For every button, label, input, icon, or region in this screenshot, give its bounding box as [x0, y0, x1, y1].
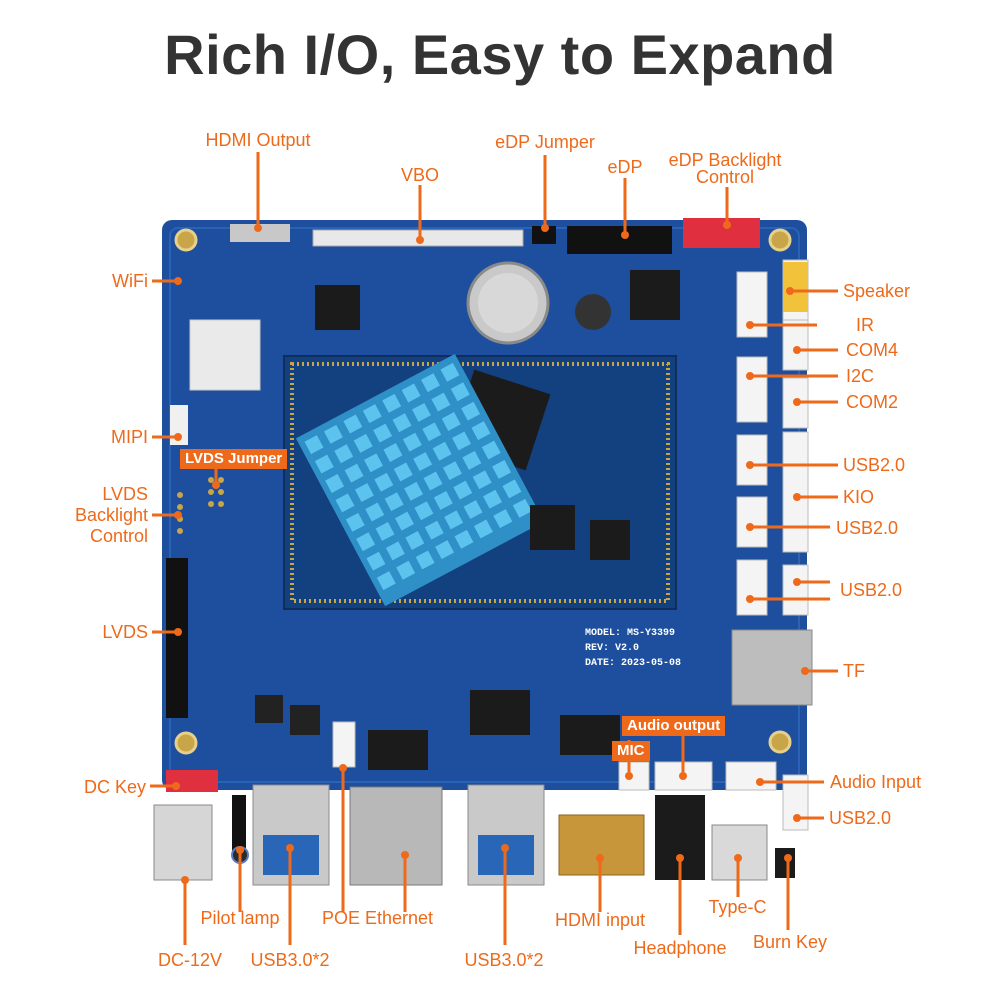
audio-input-connector	[725, 761, 777, 791]
label-com4: COM4	[846, 340, 899, 360]
label-poe: POE	[322, 908, 361, 928]
mounting-holes	[174, 228, 792, 755]
silk-rev: REV: V2.0	[585, 643, 639, 654]
wifi-module	[189, 319, 261, 391]
speaker-connector	[783, 262, 808, 312]
label-lvds-jumper: LVDS Jumper	[180, 449, 288, 469]
label-audio-output: Audio output	[622, 716, 726, 736]
mic-connector	[618, 761, 650, 791]
edp-jumper-header	[532, 226, 556, 244]
label-edp-backlight-control: Control	[695, 167, 755, 187]
leader-dots	[172, 221, 809, 884]
label-wifi: WiFi	[112, 271, 148, 291]
poe-connector	[332, 721, 356, 768]
tf-slot	[731, 629, 813, 706]
label-i2c: I2C	[846, 366, 875, 386]
label-type-c: Type-C	[708, 897, 767, 917]
label-usb20-a: USB2.0	[843, 455, 906, 475]
label-com2: COM2	[846, 392, 899, 412]
heatsink	[295, 353, 545, 607]
ethernet-port	[349, 786, 443, 886]
label-mipi: MIPI	[110, 427, 148, 447]
label-hdmi-input: HDMI input	[554, 910, 646, 930]
label-mic: MIC	[612, 741, 650, 761]
label-hdmi-output: HDMI Output	[205, 130, 311, 150]
label-usb20-d: USB2.0	[829, 808, 892, 828]
lvds-header	[166, 558, 188, 718]
label-dc-12v: DC-12V	[157, 950, 223, 970]
label-lvds: LVDS	[102, 622, 148, 642]
label-kio: KIO	[843, 487, 875, 507]
label-usb20-c: USB2.0	[840, 580, 903, 600]
label-lvds-backlight-1: LVDS	[102, 484, 148, 504]
edp-backlight-connector	[683, 218, 760, 248]
page-title: Rich I/O, Easy to Expand	[164, 23, 836, 86]
silk-model: MODEL: MS-Y3399	[585, 628, 675, 639]
label-lvds-backlight-2: Backlight	[74, 505, 148, 525]
label-vbo: VBO	[400, 165, 439, 185]
label-edp-backlight: eDP Backlight	[668, 150, 782, 170]
label-lvds-backlight-3: Control	[89, 526, 148, 546]
label-usb20-b: USB2.0	[836, 518, 899, 538]
label-dc-key: DC Key	[83, 777, 146, 797]
mipi-connector	[170, 405, 188, 445]
label-edp: eDP	[607, 157, 643, 177]
right-connectors	[736, 259, 809, 831]
label-headphone: Headphone	[633, 938, 727, 958]
label-pilot-lamp: Pilot lamp	[200, 908, 280, 928]
label-usb30-b: USB3.0*2	[464, 950, 544, 970]
label-usb30-a: USB3.0*2	[250, 950, 330, 970]
label-tf: TF	[843, 661, 865, 681]
silk-date: DATE: 2023-05-08	[585, 658, 681, 669]
label-edp-jumper: eDP Jumper	[495, 132, 595, 152]
label-ir: IR	[856, 315, 874, 335]
label-audio-input: Audio Input	[830, 772, 922, 792]
dc-jack	[153, 804, 213, 881]
label-speaker: Speaker	[843, 281, 911, 301]
label-ethernet: Ethernet	[365, 908, 434, 928]
burn-key	[775, 848, 795, 878]
label-burn-key: Burn Key	[752, 932, 828, 952]
edp-header	[567, 226, 672, 254]
